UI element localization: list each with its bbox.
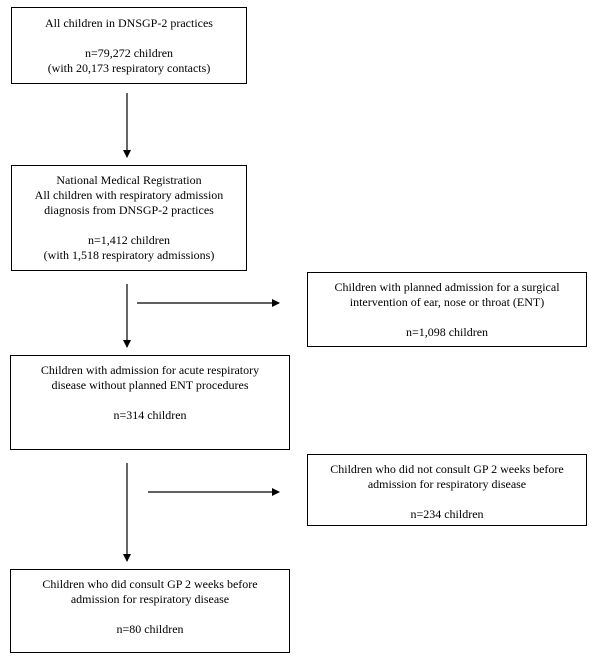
box-line: admission for respiratory disease bbox=[367, 477, 527, 491]
box-national-registration: National Medical Registration All childr… bbox=[11, 165, 247, 271]
box-line: Children with planned admission for a su… bbox=[334, 280, 560, 294]
box-acute-respiratory: Children with admission for acute respir… bbox=[10, 355, 290, 450]
box-line: disease without planned ENT procedures bbox=[51, 378, 249, 392]
box-title: All children in DNSGP-2 practices bbox=[45, 16, 213, 30]
box-count: n=79,272 children bbox=[84, 46, 174, 60]
box-line: Children who did consult GP 2 weeks befo… bbox=[42, 577, 258, 591]
box-all-children: All children in DNSGP-2 practices n=79,2… bbox=[11, 7, 247, 84]
box-line: All children with respiratory admission bbox=[34, 188, 224, 202]
box-count: n=234 children bbox=[410, 507, 484, 521]
box-title: National Medical Registration bbox=[56, 173, 202, 187]
box-count: n=1,412 children bbox=[87, 233, 171, 247]
box-line: admission for respiratory disease bbox=[70, 592, 230, 606]
box-did-not-consult: Children who did not consult GP 2 weeks … bbox=[307, 454, 587, 526]
box-planned-ent: Children with planned admission for a su… bbox=[307, 272, 587, 347]
box-detail: (with 20,173 respiratory contacts) bbox=[47, 61, 211, 75]
box-count: n=314 children bbox=[113, 408, 187, 422]
box-line: Children who did not consult GP 2 weeks … bbox=[330, 462, 564, 476]
box-did-consult: Children who did consult GP 2 weeks befo… bbox=[10, 569, 290, 653]
box-count: n=80 children bbox=[116, 622, 184, 636]
box-line: Children with admission for acute respir… bbox=[40, 363, 260, 377]
box-count: n=1,098 children bbox=[405, 325, 489, 339]
box-line: diagnosis from DNSGP-2 practices bbox=[44, 203, 214, 217]
box-detail: (with 1,518 respiratory admissions) bbox=[43, 248, 215, 262]
box-line: intervention of ear, nose or throat (ENT… bbox=[349, 295, 545, 309]
